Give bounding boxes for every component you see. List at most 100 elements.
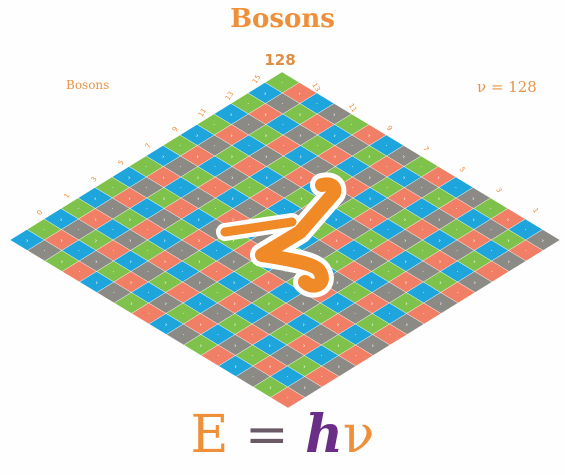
formula-planck: h bbox=[305, 404, 343, 465]
tile-mark: › bbox=[230, 112, 232, 119]
tile-mark: · bbox=[214, 164, 216, 171]
tile-mark: › bbox=[196, 133, 198, 140]
tile-mark: › bbox=[268, 301, 270, 308]
tile-mark: › bbox=[300, 196, 302, 203]
tile-mark: › bbox=[264, 112, 266, 119]
edge-number: 7 bbox=[144, 142, 153, 150]
bosons-side-label: Bosons bbox=[66, 78, 110, 92]
tile-mark: · bbox=[352, 206, 354, 213]
tile-mark: · bbox=[214, 143, 216, 150]
tile-mark: › bbox=[369, 175, 371, 182]
tile-mark: · bbox=[251, 332, 253, 339]
tile-mark: · bbox=[215, 248, 217, 255]
tile-mark: · bbox=[355, 353, 357, 360]
tile-mark: › bbox=[231, 175, 233, 182]
tile-mark: › bbox=[405, 301, 407, 308]
tile-mark: · bbox=[386, 164, 388, 171]
tile-mark: › bbox=[95, 238, 97, 245]
edge-number: 5 bbox=[458, 166, 467, 174]
tile-mark: · bbox=[422, 248, 424, 255]
tile-mark: › bbox=[369, 217, 371, 224]
tile-mark: › bbox=[438, 196, 440, 203]
tile-mark: › bbox=[232, 238, 234, 245]
tile-mark: · bbox=[249, 185, 251, 192]
page-title: Bosons bbox=[230, 4, 335, 34]
tile-mark: › bbox=[439, 259, 441, 266]
tile-mark: › bbox=[299, 154, 301, 161]
tile-mark: › bbox=[128, 175, 130, 182]
tile-mark: › bbox=[198, 259, 200, 266]
tile-mark: · bbox=[386, 185, 388, 192]
tile-mark: › bbox=[267, 280, 269, 287]
tile-mark: › bbox=[403, 154, 405, 161]
tile-mark: · bbox=[524, 227, 526, 234]
tile-mark: › bbox=[371, 301, 373, 308]
tile-mark: · bbox=[179, 143, 181, 150]
tile-mark: · bbox=[354, 290, 356, 297]
tile-mark: › bbox=[163, 217, 165, 224]
tile-mark: › bbox=[303, 343, 305, 350]
tile-mark: · bbox=[285, 269, 287, 276]
tile-mark: · bbox=[44, 248, 46, 255]
tile-mark: · bbox=[353, 248, 355, 255]
tile-mark: · bbox=[317, 164, 319, 171]
tile-mark: · bbox=[387, 248, 389, 255]
tile-mark: · bbox=[183, 332, 185, 339]
tile-mark: › bbox=[439, 280, 441, 287]
tile-mark: › bbox=[268, 322, 270, 329]
tile-mark: › bbox=[265, 133, 267, 140]
tile-mark: › bbox=[165, 322, 167, 329]
tile-mark: · bbox=[247, 101, 249, 108]
tile-mark: · bbox=[146, 185, 148, 192]
tile-mark: › bbox=[197, 217, 199, 224]
tile-mark: · bbox=[320, 332, 322, 339]
energy-formula: E = hν bbox=[0, 404, 565, 466]
tile-mark: › bbox=[299, 112, 301, 119]
tile-mark: · bbox=[353, 269, 355, 276]
tile-mark: › bbox=[438, 238, 440, 245]
tile-mark: › bbox=[335, 238, 337, 245]
tile-mark: › bbox=[233, 259, 235, 266]
formula-equals: = bbox=[244, 405, 289, 465]
tile-mark: · bbox=[112, 206, 114, 213]
tile-mark: › bbox=[404, 259, 406, 266]
tile-mark: · bbox=[422, 269, 424, 276]
tile-mark: › bbox=[231, 196, 233, 203]
tile-mark: › bbox=[199, 322, 201, 329]
tile-mark: · bbox=[456, 248, 458, 255]
tile-mark: · bbox=[320, 353, 322, 360]
tile-mark: › bbox=[473, 238, 475, 245]
edge-number: 0 bbox=[35, 209, 44, 217]
board-tile bbox=[270, 386, 306, 409]
tile-mark: › bbox=[162, 175, 164, 182]
tile-mark: · bbox=[423, 311, 425, 318]
tile-mark: · bbox=[181, 248, 183, 255]
tile-mark: · bbox=[180, 206, 182, 213]
tile-mark: › bbox=[474, 280, 476, 287]
tile-mark: › bbox=[197, 175, 199, 182]
tile-mark: › bbox=[304, 385, 306, 392]
tile-mark: · bbox=[316, 122, 318, 129]
tile-mark: › bbox=[163, 196, 165, 203]
tile-mark: · bbox=[78, 248, 80, 255]
tile-mark: · bbox=[388, 290, 390, 297]
tile-mark: › bbox=[95, 259, 97, 266]
tile-mark: · bbox=[43, 227, 45, 234]
tile-mark: · bbox=[146, 206, 148, 213]
edge-number: 1 bbox=[62, 192, 71, 200]
tile-mark: › bbox=[199, 280, 201, 287]
tile-mark: · bbox=[420, 164, 422, 171]
tile-mark: · bbox=[111, 185, 113, 192]
nu-value-label: ν = 128 bbox=[477, 78, 537, 96]
edge-number: 3 bbox=[90, 175, 99, 183]
tile-mark: · bbox=[525, 248, 527, 255]
tile-mark: · bbox=[354, 311, 356, 318]
tile-mark: › bbox=[371, 322, 373, 329]
tile-mark: · bbox=[455, 206, 457, 213]
tile-mark: · bbox=[182, 290, 184, 297]
tile-mark: · bbox=[319, 248, 321, 255]
count-label: 128 bbox=[264, 51, 296, 69]
tile-mark: · bbox=[216, 269, 218, 276]
tile-mark: › bbox=[264, 91, 266, 98]
tile-mark: · bbox=[113, 290, 115, 297]
